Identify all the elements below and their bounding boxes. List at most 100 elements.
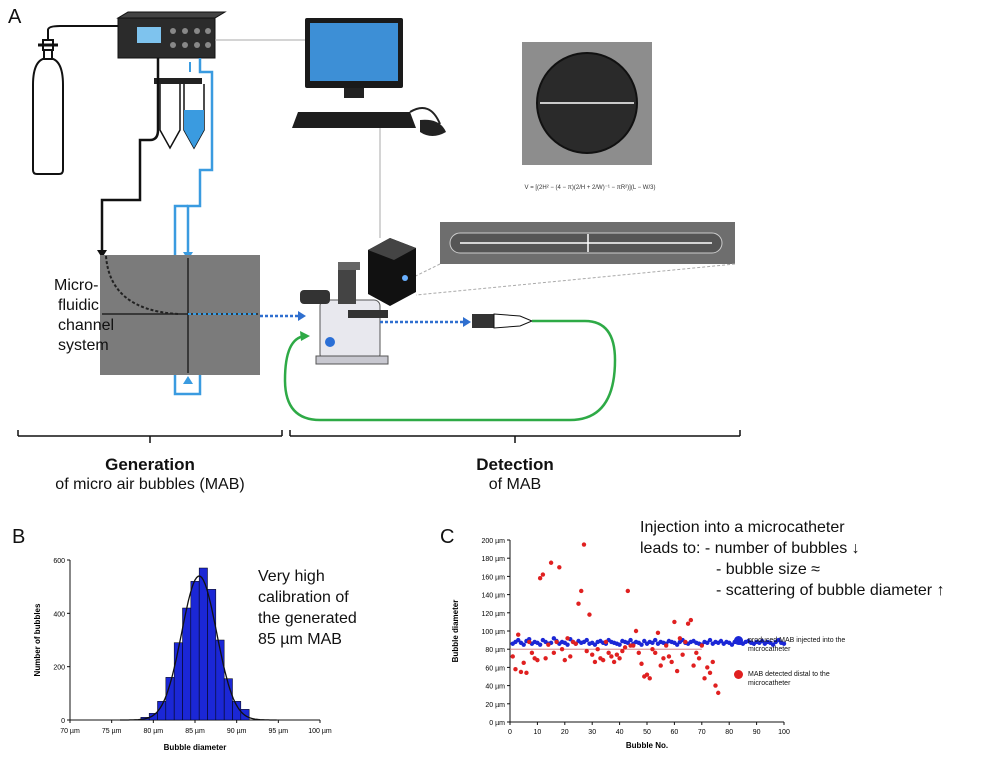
note-line: calibration of: [258, 589, 349, 606]
computer-icon: [292, 18, 446, 136]
x-tick-label: 70: [698, 729, 706, 736]
red-data-point: [595, 647, 600, 652]
microscope-icon: [300, 262, 389, 365]
red-data-point: [548, 560, 554, 565]
red-data-point: [710, 659, 715, 665]
catheter-icon: [472, 313, 534, 329]
legend-label: MAB detected distal to the: [748, 671, 830, 678]
red-data-point: [691, 663, 696, 668]
histogram-bar: [198, 567, 208, 721]
blue-data-point: [628, 637, 633, 643]
blue-data-point: [592, 642, 598, 647]
x-tick-label: 100: [778, 729, 790, 736]
note-line: the generated: [258, 610, 357, 627]
red-data-point: [535, 657, 540, 663]
setup-illustration: [17, 11, 741, 443]
red-data-point: [713, 683, 718, 688]
x-tick-label: 0: [508, 729, 512, 736]
red-data-point: [696, 656, 702, 661]
red-data-point: [562, 657, 567, 663]
legend-item: MAB detected distal to the microcatheter: [734, 670, 845, 688]
pressure-controller-icon: [116, 11, 227, 59]
note-line: Very high: [258, 568, 325, 585]
red-data-point: [524, 670, 529, 676]
red-data-point: [510, 654, 515, 659]
blue-data-point: [770, 642, 776, 647]
blue-data-point: [551, 636, 557, 641]
histogram-bar: [223, 678, 233, 721]
panel-c-note: Injection into a microcatheter leads to:…: [640, 517, 945, 601]
x-axis-label: Bubble diameter: [164, 743, 227, 752]
x-tick-label: 40: [616, 729, 624, 736]
red-data-point: [609, 654, 614, 659]
note-line: leads to: - number of bubbles ↓: [640, 540, 860, 557]
y-tick-label: 200: [53, 665, 65, 672]
y-tick-label: 0: [61, 718, 65, 725]
red-data-point: [559, 647, 565, 652]
detection-title: Detection: [476, 455, 554, 474]
red-data-point: [600, 657, 606, 663]
red-data-point: [639, 661, 644, 666]
y-tick-label: 20 µm: [485, 702, 505, 709]
red-data-point: [554, 639, 559, 645]
red-data-point: [650, 647, 655, 652]
y-tick-label: 60 µm: [485, 665, 505, 672]
red-data-point: [622, 645, 628, 650]
detection-bracket: [289, 430, 741, 443]
red-data-point: [521, 660, 526, 666]
red-data-point: [683, 639, 688, 645]
x-tick-label: 70 µm: [60, 728, 80, 735]
blue-data-point: [776, 637, 781, 643]
legend-dot-blue: [734, 636, 743, 645]
blue-data-point: [718, 638, 724, 644]
panel-b-note: Very high calibration of the generated 8…: [258, 566, 357, 650]
y-axis-label: Number of bubbles: [33, 603, 42, 676]
note-line: Injection into a microcatheter: [640, 519, 845, 536]
blue-data-point: [707, 637, 713, 643]
y-tick-label: 100 µm: [482, 629, 506, 636]
red-data-point: [677, 636, 683, 641]
red-data-point: [661, 656, 666, 661]
red-data-point: [513, 667, 518, 672]
y-tick-label: 200 µm: [482, 538, 506, 545]
red-data-point: [603, 639, 609, 645]
note-line: 85 µm MAB: [258, 631, 342, 648]
x-tick-label: 60: [671, 729, 679, 736]
x-tick-label: 80 µm: [144, 728, 164, 735]
x-tick-label: 50: [643, 729, 651, 736]
gaussian-fit-curve: [120, 575, 277, 721]
reservoir-tubes-icon: [154, 78, 205, 150]
generation-bracket: [17, 430, 283, 443]
red-data-point: [551, 650, 557, 656]
red-data-point: [518, 669, 524, 675]
channel-system-label: Micro- fluidic channel system: [54, 276, 114, 356]
red-data-point: [576, 601, 581, 606]
y-tick-label: 40 µm: [485, 684, 505, 691]
red-data-point: [516, 632, 521, 637]
microfluidic-chip-image: [100, 255, 260, 375]
blue-data-point: [584, 637, 589, 643]
x-tick-label: 100 µm: [308, 728, 332, 735]
red-data-point: [688, 617, 694, 623]
gas-cylinder-icon: [32, 39, 64, 175]
legend-item: produced MAB injected into the microcath…: [734, 636, 845, 654]
red-data-point: [540, 572, 546, 577]
red-data-point: [705, 665, 710, 670]
red-data-point: [633, 628, 639, 634]
red-data-point: [674, 668, 680, 674]
blue-data-point: [781, 641, 787, 646]
red-data-point: [614, 652, 620, 657]
blue-data-point: [537, 642, 543, 647]
red-data-point: [584, 648, 589, 654]
histogram-bar: [190, 581, 200, 721]
note-line: - bubble size ≈: [716, 561, 820, 578]
blue-data-point: [705, 640, 710, 646]
channel-label-line: system: [58, 337, 109, 354]
y-tick-label: 600: [53, 558, 65, 565]
panel-b-label: B: [12, 526, 26, 548]
red-data-point: [543, 656, 548, 661]
y-tick-label: 180 µm: [482, 556, 506, 563]
red-data-point: [625, 588, 631, 594]
red-data-point: [557, 565, 562, 570]
